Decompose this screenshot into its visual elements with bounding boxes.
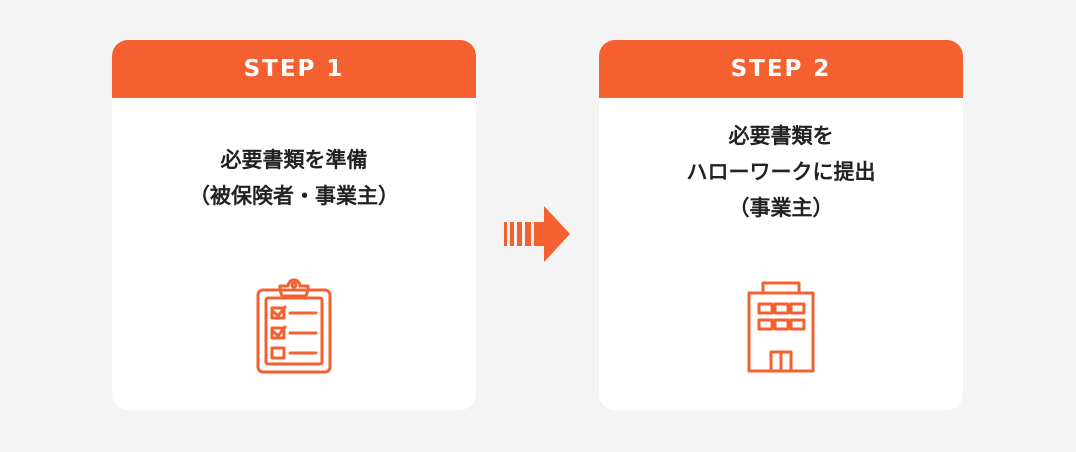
step-2-line-2: ハローワークに提出 (686, 160, 876, 184)
step-1-card: STEP 1 必要書類を準備 （被保険者・事業主） (112, 40, 476, 410)
step-2-card: STEP 2 必要書類を ハローワークに提出 （事業主） (599, 40, 963, 410)
step-2-label: STEP 2 (730, 56, 832, 82)
right-arrow-icon (504, 206, 570, 262)
step-2-description: 必要書類を ハローワークに提出 （事業主） (599, 118, 963, 226)
step-2-line-1: 必要書類を (728, 124, 834, 148)
office-building-icon (747, 281, 815, 373)
step-1-line-1: 必要書類を準備 (220, 148, 368, 172)
clipboard-checklist-icon (256, 278, 332, 374)
step-2-header: STEP 2 (599, 40, 963, 98)
step-1-description: 必要書類を準備 （被保険者・事業主） (112, 142, 476, 214)
step-2-line-3: （事業主） (728, 196, 834, 220)
step-1-label: STEP 1 (243, 56, 345, 82)
step-1-header: STEP 1 (112, 40, 476, 98)
step-1-line-2: （被保険者・事業主） (189, 184, 399, 208)
